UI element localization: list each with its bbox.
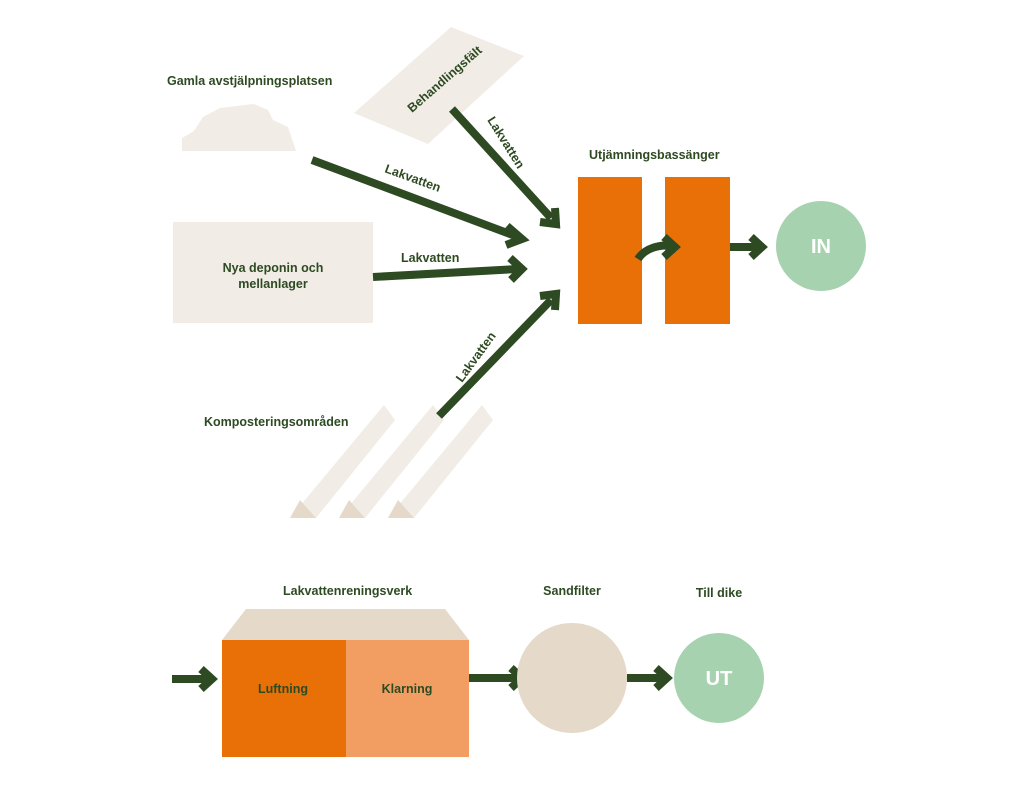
new-landfill-shape — [173, 222, 373, 323]
flow-arrow-head-to-ut — [653, 665, 673, 691]
flow-arrow-head-kompost — [539, 289, 561, 311]
ut-circle — [674, 633, 764, 723]
flow-arrow-gamla — [310, 156, 520, 241]
flow-arrow-behandlingsfalt — [449, 106, 554, 221]
flow-arrow-head-behandlingsfalt — [539, 207, 561, 229]
flow-arrow-nya-deponin — [372, 265, 519, 281]
label-lakvattenreningsverk: Lakvattenreningsverk — [283, 584, 412, 598]
flow-arrow-kompost — [436, 297, 554, 419]
label-nya-deponin-line2: mellanlager — [238, 277, 308, 291]
label-nya-deponin-line1: Nya deponin och — [223, 261, 324, 275]
compost-windrows — [290, 405, 493, 518]
sandfilter-circle — [517, 623, 627, 733]
flow-arrow-head-nya-deponin — [507, 255, 528, 283]
old-landfill-mound-shape — [182, 104, 296, 151]
label-in: IN — [811, 236, 831, 258]
label-komposteringsomraden: Komposteringsområden — [204, 415, 348, 429]
treatment-field-shape — [354, 27, 524, 144]
label-gamla-avstjalpningsplatsen: Gamla avstjälpningsplatsen — [167, 74, 332, 88]
label-lakvatten-3: Lakvatten — [401, 251, 459, 265]
flow-arrow-head-to-in — [748, 234, 768, 260]
label-klarning: Klarning — [382, 682, 433, 696]
label-luftning: Luftning — [258, 682, 308, 696]
label-sandfilter: Sandfilter — [543, 584, 601, 598]
treatment-plant-roof — [222, 609, 469, 640]
flow-arrow-head-to-plant — [198, 666, 218, 692]
label-utjamningsbassanger: Utjämningsbassänger — [589, 148, 720, 162]
label-till-dike: Till dike — [696, 586, 742, 600]
flow-arrow-head-gamla — [504, 222, 530, 249]
flow-arrow-head-basin-transfer — [661, 234, 681, 260]
label-ut: UT — [706, 668, 733, 690]
treatment-plant-klarning — [346, 640, 469, 757]
equalization-basin-1 — [578, 177, 642, 324]
treatment-plant-luftning — [222, 640, 346, 757]
in-circle — [776, 201, 866, 291]
